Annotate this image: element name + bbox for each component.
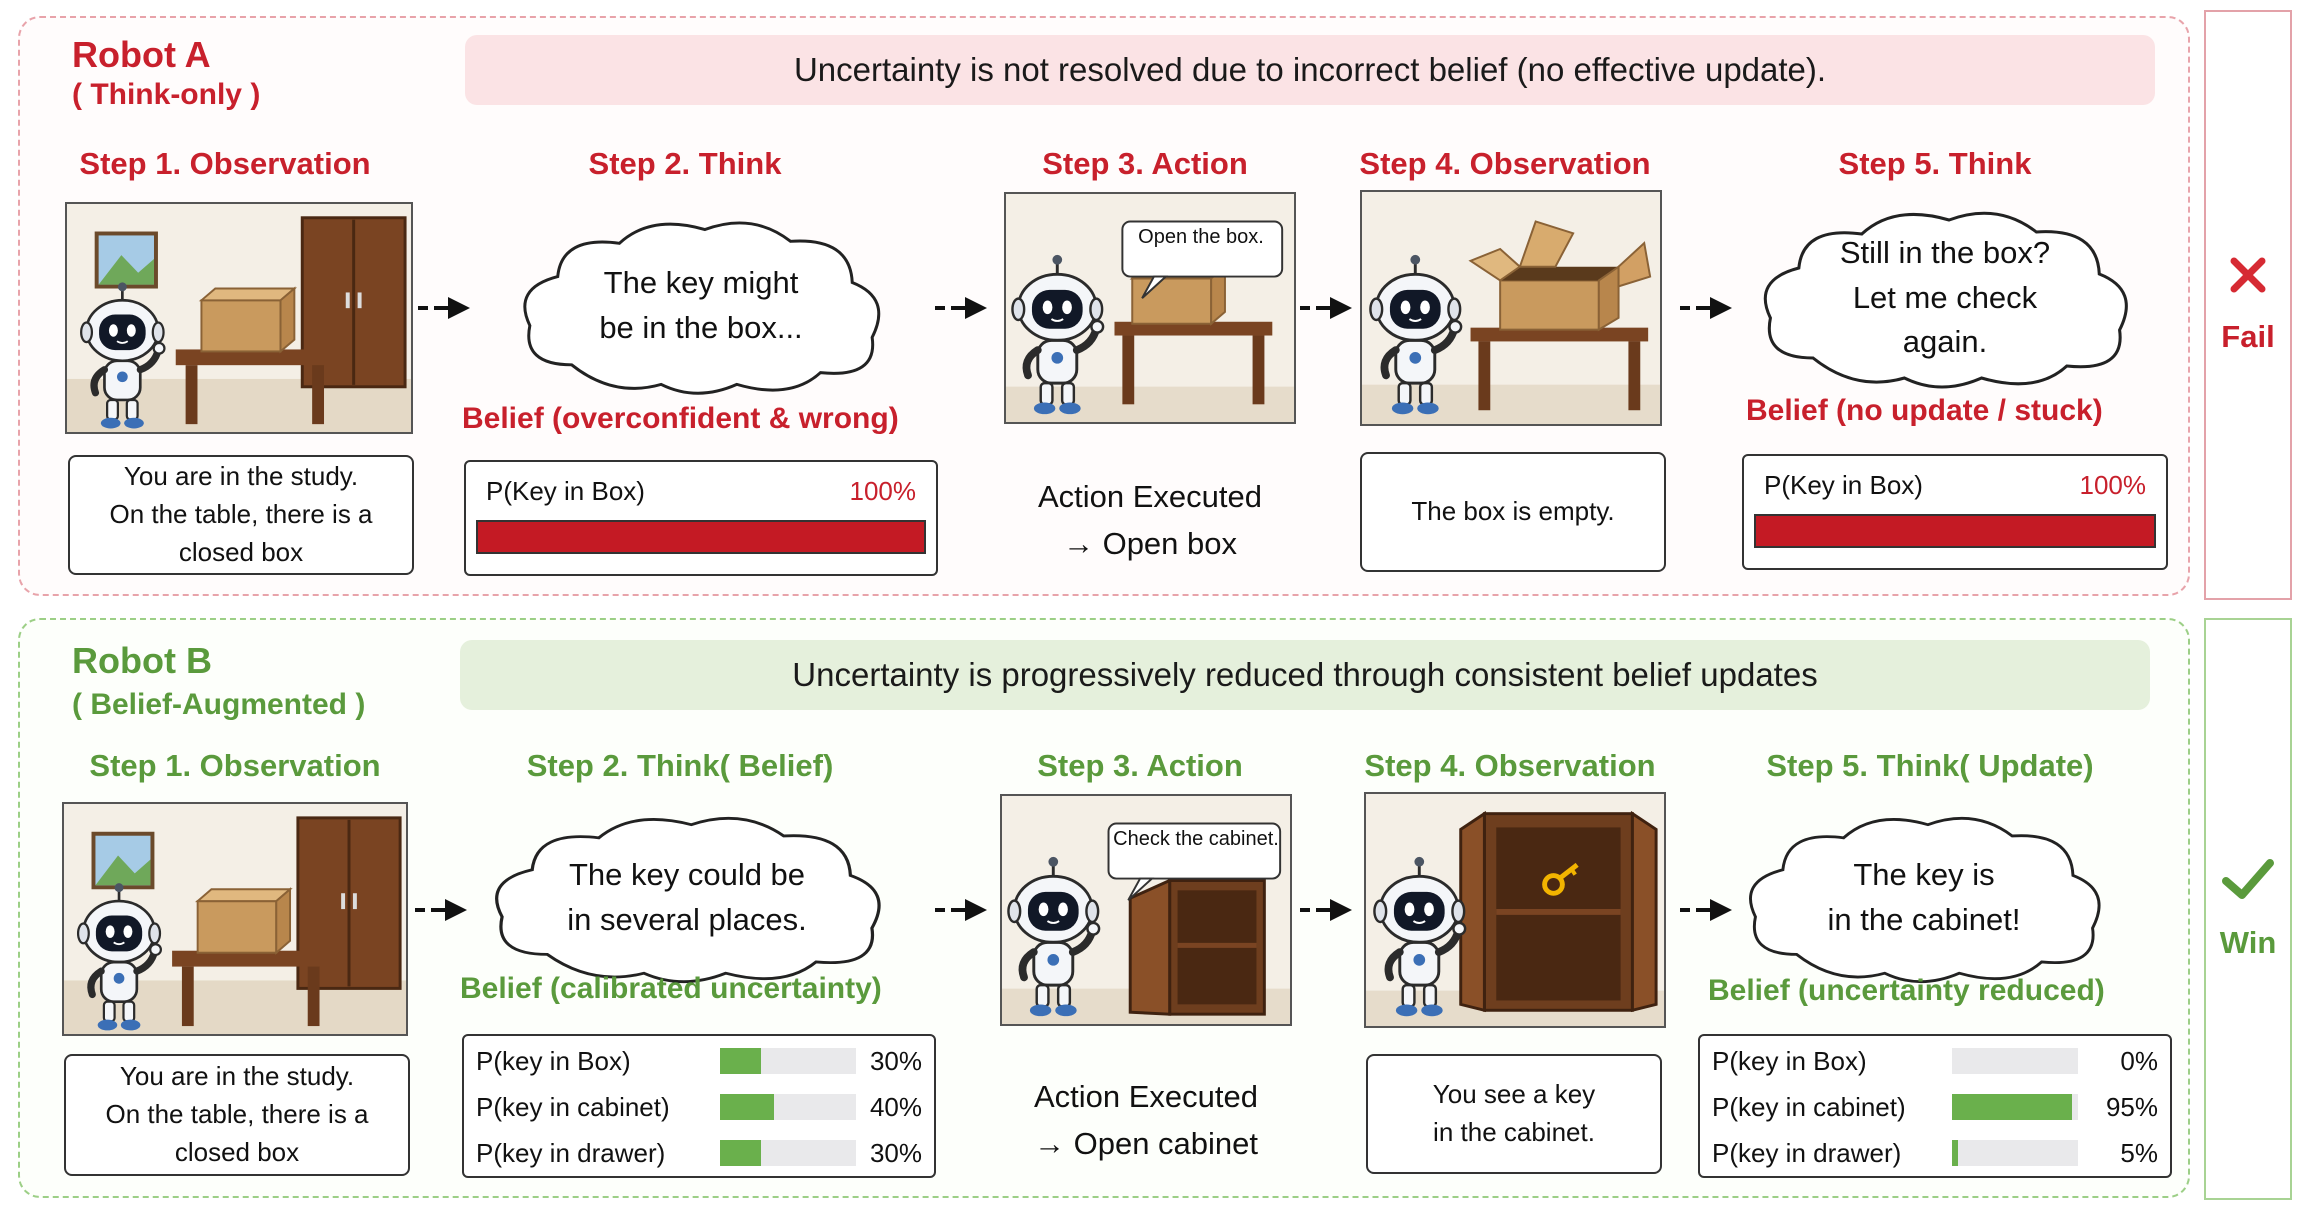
belief-fill xyxy=(720,1140,761,1166)
belief-fill xyxy=(1952,1140,1958,1166)
step-label: Step 3. Action xyxy=(980,146,1310,182)
belief-fill xyxy=(720,1094,774,1120)
belief-bar xyxy=(1754,514,2156,548)
arrow-icon xyxy=(1300,294,1354,322)
speech-text: Open the box. xyxy=(1122,226,1280,249)
belief-track xyxy=(720,1140,856,1166)
observation-text: You are in the study. On the table, ther… xyxy=(64,1054,410,1176)
cross-icon xyxy=(2228,255,2268,295)
belief-track xyxy=(1952,1140,2078,1166)
robot-a-subtitle: ( Think-only ) xyxy=(72,78,260,112)
study-room-image xyxy=(65,202,413,434)
study-room-image xyxy=(62,802,408,1036)
belief-track xyxy=(720,1048,856,1074)
step-label: Step 4. Observation xyxy=(1340,748,1680,784)
arrow-icon xyxy=(935,896,989,924)
action-executed: Action Executed → Open cabinet xyxy=(996,1074,1296,1167)
belief-track xyxy=(720,1094,856,1120)
step-label: Step 4. Observation xyxy=(1340,146,1670,182)
arrow-icon xyxy=(1680,896,1734,924)
step-label: Step 5. Think xyxy=(1770,146,2100,182)
speech-text: Check the cabinet. xyxy=(1108,828,1284,851)
belief-box: P(key in Box) 0% P(key in cabinet) 95% P… xyxy=(1698,1034,2172,1178)
step-label: Step 2. Think( Belief) xyxy=(500,748,860,784)
thought-bubble: The key could be in several places. xyxy=(472,804,902,992)
belief-label: Belief (calibrated uncertainty) xyxy=(460,972,882,1006)
belief-label: Belief (overconfident & wrong) xyxy=(462,402,899,436)
belief-name: P(Key in Box) xyxy=(486,476,645,507)
belief-label: Belief (no update / stuck) xyxy=(1746,394,2103,428)
step-label: Step 3. Action xyxy=(975,748,1305,784)
belief-row: P(key in Box) 0% xyxy=(1712,1044,2158,1078)
step-label: Step 5. Think( Update) xyxy=(1740,748,2120,784)
arrow-icon xyxy=(1300,896,1354,924)
belief-fill xyxy=(720,1048,761,1074)
robot-b-banner: Uncertainty is progressively reduced thr… xyxy=(460,640,2150,710)
belief-value: 100% xyxy=(2080,470,2147,501)
step-label: Step 2. Think xyxy=(520,146,850,182)
step-label: Step 1. Observation xyxy=(60,748,410,784)
outcome-label-fail: Fail xyxy=(2221,319,2274,355)
belief-row: P(key in cabinet) 95% xyxy=(1712,1090,2158,1124)
thought-bubble: Still in the box? Let me check again. xyxy=(1742,198,2148,398)
robot-b-subtitle: ( Belief-Augmented ) xyxy=(72,688,365,722)
belief-label: Belief (uncertainty reduced) xyxy=(1708,974,2105,1008)
robot-a-title: Robot A xyxy=(72,34,211,76)
belief-box: P(key in Box) 30% P(key in cabinet) 40% … xyxy=(462,1034,936,1178)
thought-bubble: The key is in the cabinet! xyxy=(1728,804,2120,992)
thought-bubble: The key might be in the box... xyxy=(502,208,900,404)
observation-text: You are in the study. On the table, ther… xyxy=(68,455,414,575)
step-label: Step 1. Observation xyxy=(60,146,390,182)
robot-b-outcome: Win xyxy=(2204,618,2292,1200)
belief-fill xyxy=(1952,1094,2072,1120)
belief-row: P(key in cabinet) 40% xyxy=(476,1090,922,1124)
belief-value: 100% xyxy=(850,476,917,507)
robot-a-outcome: Fail xyxy=(2204,10,2292,600)
belief-bar xyxy=(476,520,926,554)
observation-text: You see a key in the cabinet. xyxy=(1366,1054,1662,1174)
outcome-label-win: Win xyxy=(2220,925,2277,961)
cabinet-key-image xyxy=(1364,792,1666,1028)
belief-box: P(Key in Box) 100% xyxy=(1742,454,2168,570)
check-icon xyxy=(2220,857,2276,901)
belief-row: P(key in drawer) 30% xyxy=(476,1136,922,1170)
belief-row: P(key in drawer) 5% xyxy=(1712,1136,2158,1170)
belief-track xyxy=(1952,1094,2078,1120)
arrow-icon xyxy=(935,294,989,322)
belief-name: P(Key in Box) xyxy=(1764,470,1923,501)
arrow-icon xyxy=(418,294,472,322)
belief-row: P(key in Box) 30% xyxy=(476,1044,922,1078)
open-box-image xyxy=(1360,190,1662,426)
belief-track xyxy=(1952,1048,2078,1074)
arrow-icon xyxy=(415,896,469,924)
belief-box: P(Key in Box) 100% xyxy=(464,460,938,576)
observation-text: The box is empty. xyxy=(1360,452,1666,572)
robot-b-title: Robot B xyxy=(72,640,212,682)
robot-a-banner: Uncertainty is not resolved due to incor… xyxy=(465,35,2155,105)
arrow-icon xyxy=(1680,294,1734,322)
action-executed: Action Executed → Open box xyxy=(1000,474,1300,567)
